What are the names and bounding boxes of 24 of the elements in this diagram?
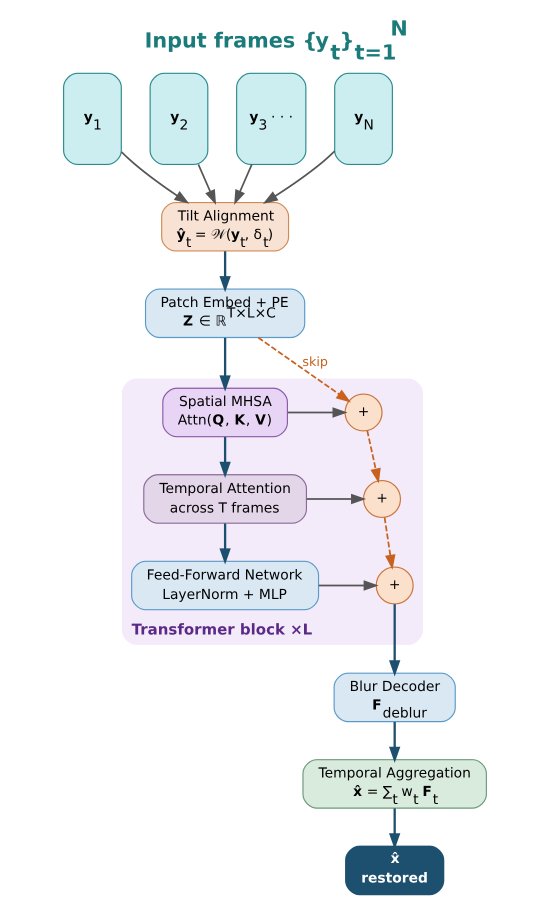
arrow (389, 604, 400, 676)
node-circle: + (376, 566, 414, 605)
arrow (288, 407, 348, 418)
arrow (219, 437, 231, 478)
arrow (389, 722, 400, 763)
node-box: Feed-Forward Network LayerNorm + MLP (131, 560, 320, 610)
node-box: Temporal Attention across T frames (143, 474, 308, 524)
node-circle: + (362, 480, 402, 518)
arrow (306, 494, 366, 504)
arrow (384, 517, 396, 570)
arrow (366, 430, 381, 484)
arrow (219, 524, 231, 564)
node-box: Spatial MHSA Attn(Q, K, V) (162, 388, 288, 438)
edge-label: skip (302, 354, 328, 370)
arrow (219, 338, 231, 392)
arrow (234, 164, 253, 205)
node-circle: + (344, 393, 383, 432)
arrow (219, 251, 231, 292)
arrow (318, 580, 379, 591)
arrow (198, 164, 216, 205)
node-box: x̂ restored (345, 846, 444, 896)
arrow (258, 336, 351, 403)
arrow (120, 151, 190, 204)
arrow (262, 150, 336, 204)
